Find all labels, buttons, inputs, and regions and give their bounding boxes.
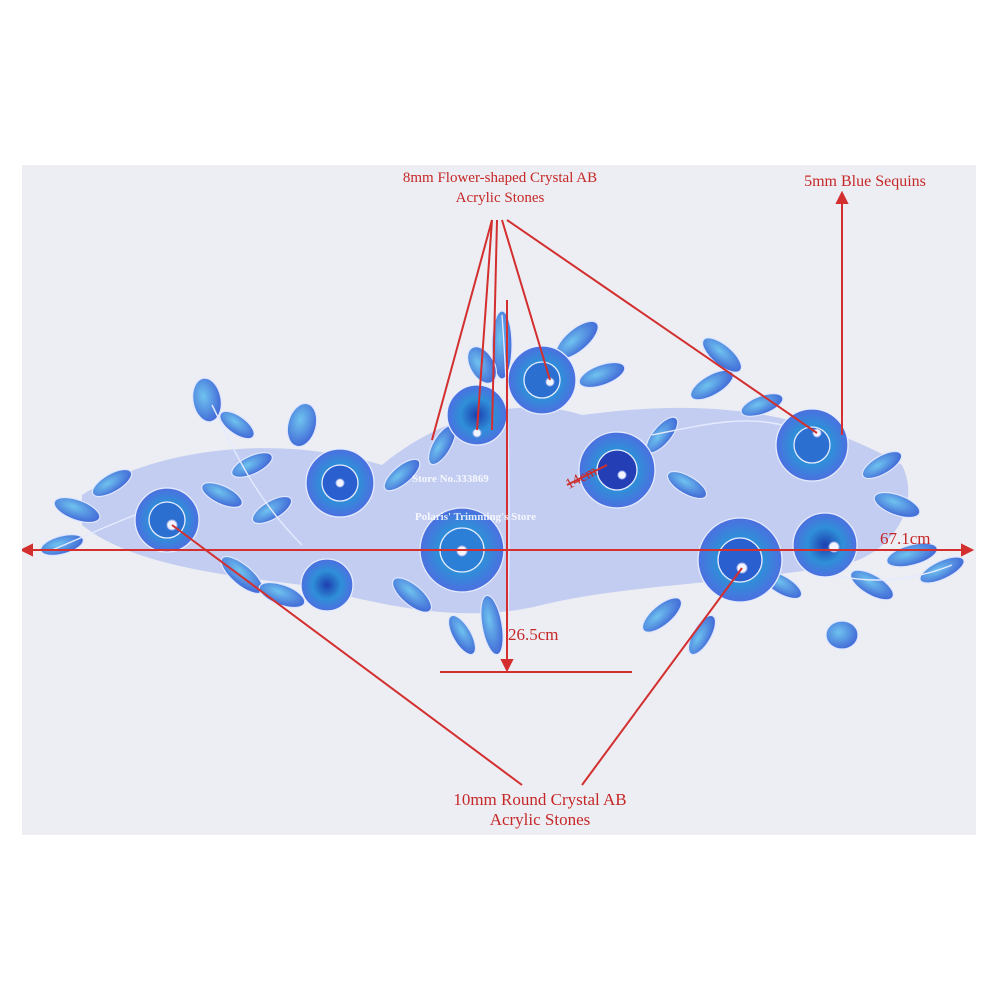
flower-stones-label-line1: 8mm Flower-shaped Crystal AB: [402, 170, 598, 186]
annotation-lines: [22, 190, 975, 786]
sequins-label-line1: 5mm Blue Sequins: [804, 173, 926, 190]
watermark-store-name: Polaris' Trimming's Store: [415, 511, 536, 523]
lace-applique-photo: Store No.333869 Polaris' Trimming's Stor…: [22, 165, 976, 835]
round-stones-label: 10mm Round Crystal AB Acrylic Stones: [410, 790, 670, 830]
round-stones-label-line1: 10mm Round Crystal AB: [453, 790, 627, 809]
sequins-label: 5mm Blue Sequins: [780, 172, 950, 192]
lace-leaves: [40, 310, 965, 656]
flower-stones-label-line2: Acrylic Stones: [455, 190, 545, 206]
width-label: 67.1cm: [880, 529, 931, 548]
flower-stones-label: 8mm Flower-shaped Crystal AB Acrylic Sto…: [375, 168, 625, 208]
round-stones-label-line2: Acrylic Stones: [489, 810, 591, 829]
height-label: 26.5cm: [508, 625, 559, 644]
watermark-store-number: Store No.333869: [412, 473, 489, 485]
lace-illustration: [22, 190, 975, 786]
